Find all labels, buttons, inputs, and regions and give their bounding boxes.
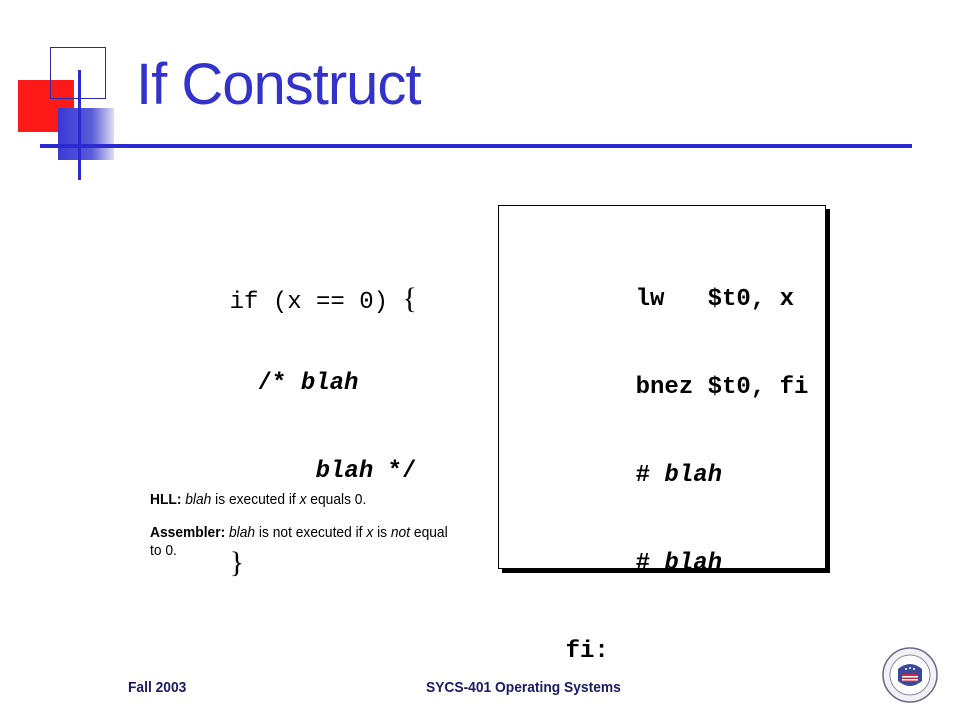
slide-title: If Construct	[136, 52, 422, 117]
hll-comment-close: */	[387, 458, 417, 485]
vertical-rule	[78, 70, 81, 180]
asm-args-bnez: $t0, fi	[707, 374, 809, 401]
university-seal-icon	[882, 647, 938, 703]
asm-note-text-a: is not executed if	[255, 524, 367, 541]
asm-op-bnez: bnez	[635, 374, 694, 401]
footer-course: SYCS-401 Operating Systems	[426, 679, 621, 696]
asm-args-lw: $t0, x	[707, 286, 795, 313]
hll-if-statement: if (x == 0)	[229, 289, 389, 316]
hll-line-3: blah */	[172, 436, 417, 484]
asm-note: Assembler: blah is not executed if x is …	[150, 524, 458, 560]
hll-line-1: if (x == 0) {	[172, 260, 417, 315]
hll-blah-2: blah	[315, 458, 374, 485]
asm-note-not: not	[390, 524, 411, 541]
asm-note-label: Assembler:	[150, 524, 226, 541]
hll-note-text-a: is executed if	[211, 491, 300, 508]
assembler-code-box	[498, 205, 826, 569]
asm-code-block: lw $t0, x bnez $t0, fi # blah # blah fi:	[508, 216, 809, 680]
hll-close-brace: }	[229, 546, 245, 579]
hll-code-block: if (x == 0) { /* blah blah */ }	[172, 212, 417, 588]
hll-blah-1: blah	[300, 370, 359, 397]
hll-note-x: x	[299, 491, 307, 508]
asm-line-3: # blah	[508, 440, 808, 488]
asm-op-lw: lw	[635, 286, 665, 313]
hll-line-4: }	[172, 524, 417, 578]
blue-square-decoration	[58, 108, 114, 160]
hll-note-label: HLL:	[150, 491, 182, 508]
asm-blah-1: blah	[664, 462, 723, 489]
asm-line-2: bnez $t0, fi	[508, 352, 809, 400]
asm-note-text-b: is	[373, 524, 391, 541]
hll-note-text-b: equals 0.	[306, 491, 367, 508]
footer-date: Fall 2003	[128, 679, 187, 696]
asm-hash-2: #	[635, 550, 651, 577]
asm-hash-1: #	[635, 462, 651, 489]
asm-note-text-c: equal to 0.	[150, 524, 448, 559]
hll-note-blah: blah	[185, 491, 212, 508]
hll-comment-open: /*	[257, 370, 287, 397]
hll-note: HLL: blah is executed if x equals 0.	[150, 491, 444, 509]
hll-open-brace: {	[402, 282, 417, 315]
hll-line-2: /* blah	[172, 348, 417, 396]
asm-label-fi: fi:	[565, 638, 609, 665]
title-underline	[40, 144, 912, 148]
asm-line-4: # blah	[508, 528, 808, 576]
asm-note-blah: blah	[229, 524, 256, 541]
asm-line-1: lw $t0, x	[508, 264, 808, 312]
asm-blah-2: blah	[664, 550, 723, 577]
asm-line-5: fi:	[508, 616, 808, 664]
asm-note-x: x	[366, 524, 374, 541]
